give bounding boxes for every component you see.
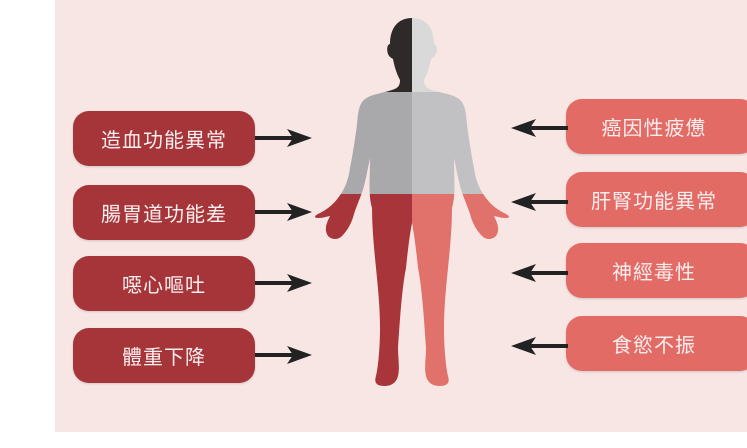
symptom-label: 肝腎功能異常 xyxy=(591,189,717,213)
arrow-left-icon xyxy=(511,337,568,355)
arrow-left-icon xyxy=(511,264,568,282)
arrow-right-icon xyxy=(255,346,312,364)
symptom-label: 造血功能異常 xyxy=(101,128,227,152)
symptom-label: 食慾不振 xyxy=(612,333,696,357)
arrow-right-icon xyxy=(255,203,312,221)
symptom-box-neurotoxicity: 神經毒性 xyxy=(566,243,747,298)
human-body-icon xyxy=(315,18,509,386)
symptom-label: 癌因性疲憊 xyxy=(601,116,707,140)
symptom-box-liver-kidney-abnormality: 肝腎功能異常 xyxy=(566,172,747,227)
symptom-label: 體重下降 xyxy=(122,345,206,369)
symptom-box-weight-loss: 體重下降 xyxy=(73,328,255,383)
symptom-label: 腸胃道功能差 xyxy=(101,202,227,226)
arrow-left-icon xyxy=(511,193,568,211)
symptom-box-cancer-fatigue: 癌因性疲憊 xyxy=(566,99,747,154)
symptom-box-hematopoietic-abnormality: 造血功能異常 xyxy=(73,111,255,166)
symptom-box-poor-gi-function: 腸胃道功能差 xyxy=(73,185,255,240)
symptom-label: 噁心嘔吐 xyxy=(122,273,206,297)
arrow-right-icon xyxy=(255,129,312,147)
arrow-right-icon xyxy=(255,274,312,292)
symptom-box-nausea-vomiting: 噁心嘔吐 xyxy=(73,256,255,311)
symptom-label: 神經毒性 xyxy=(612,260,696,284)
arrow-left-icon xyxy=(511,119,568,137)
symptom-box-loss-of-appetite: 食慾不振 xyxy=(566,316,747,371)
